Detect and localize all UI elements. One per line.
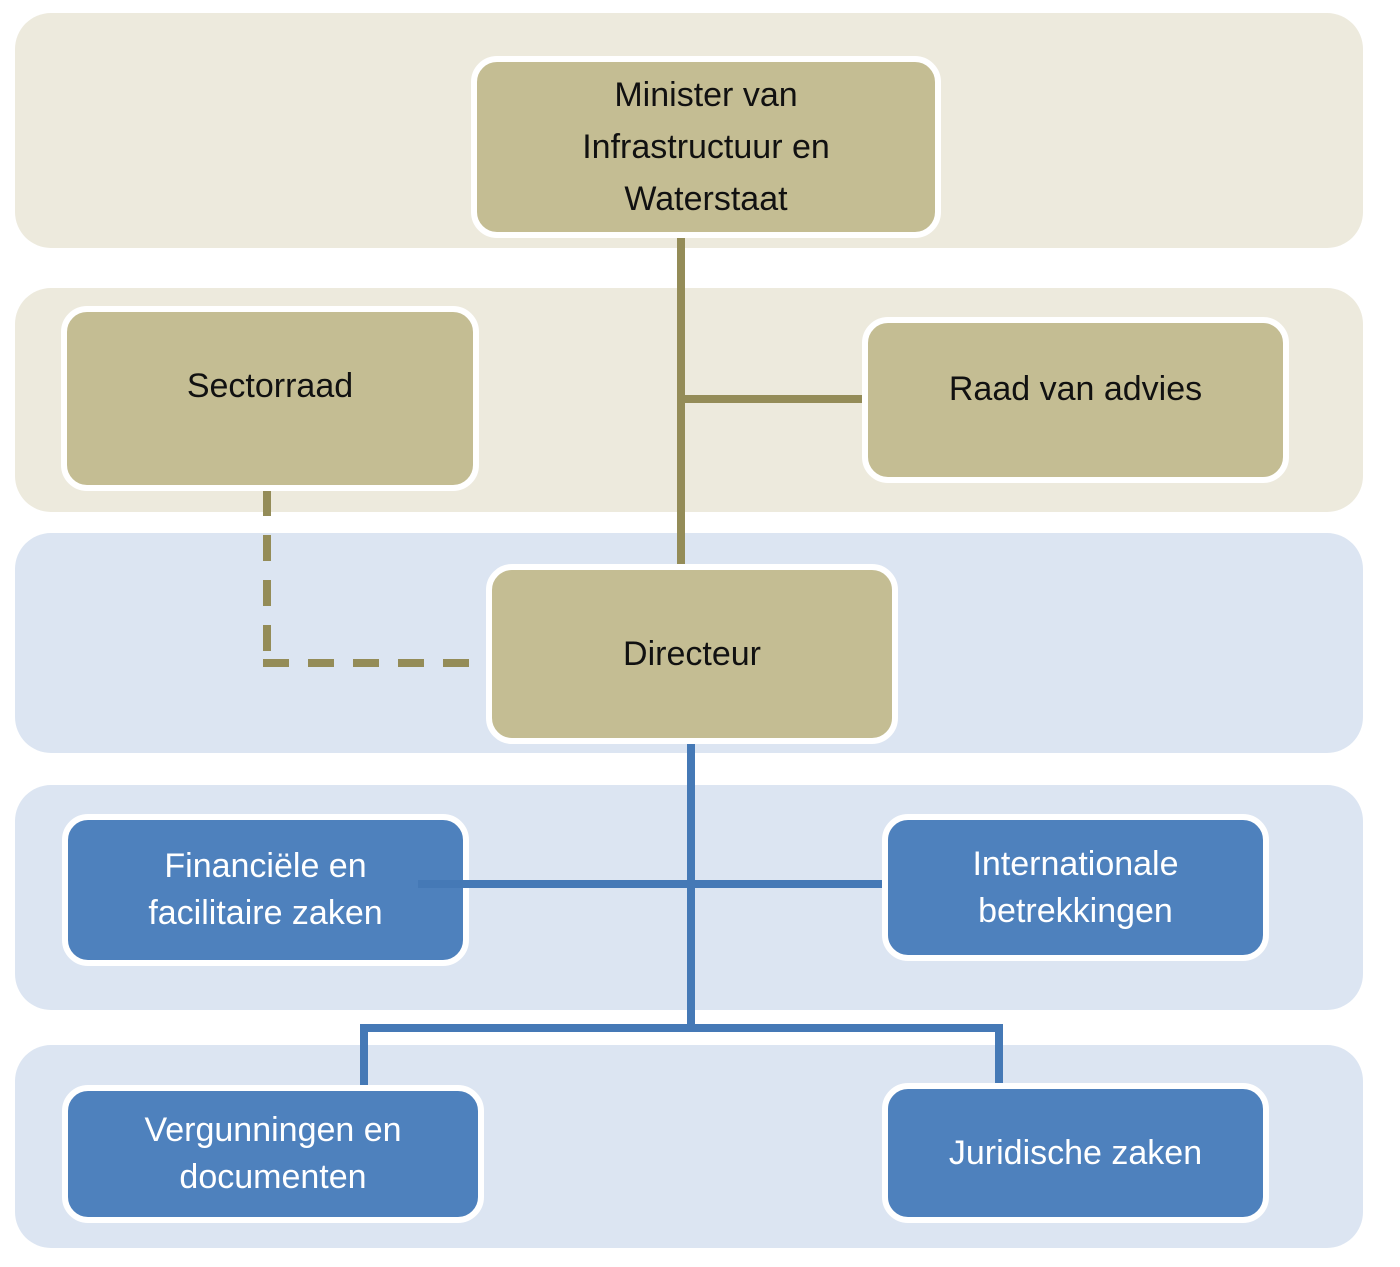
node-minister: Minister van Infrastructuur en Waterstaa… (471, 56, 941, 238)
node-vergunningen-documenten: Vergunningen en documenten (62, 1085, 484, 1223)
connector-sectorraad-dashed-vertical (263, 490, 271, 667)
node-financiele-facilitaire-zaken: Financiële en facilitaire zaken (62, 814, 469, 966)
connector-sectorraad-dashed-horizontal (263, 659, 492, 667)
connector-drop-vergunningen (360, 1024, 368, 1091)
connector-bottom-tbar (360, 1024, 1003, 1032)
node-internationale-betrekkingen: Internationale betrekkingen (882, 814, 1269, 961)
connector-staff-crossbar (418, 880, 882, 888)
connector-minister-directeur (677, 230, 685, 576)
node-juridische-zaken: Juridische zaken (882, 1083, 1269, 1223)
node-raad-van-advies: Raad van advies (862, 317, 1289, 483)
connector-branch-raad-van-advies (681, 395, 862, 403)
node-directeur: Directeur (486, 564, 898, 744)
node-sectorraad: Sectorraad (61, 306, 479, 491)
connector-drop-juridische (995, 1024, 1003, 1089)
